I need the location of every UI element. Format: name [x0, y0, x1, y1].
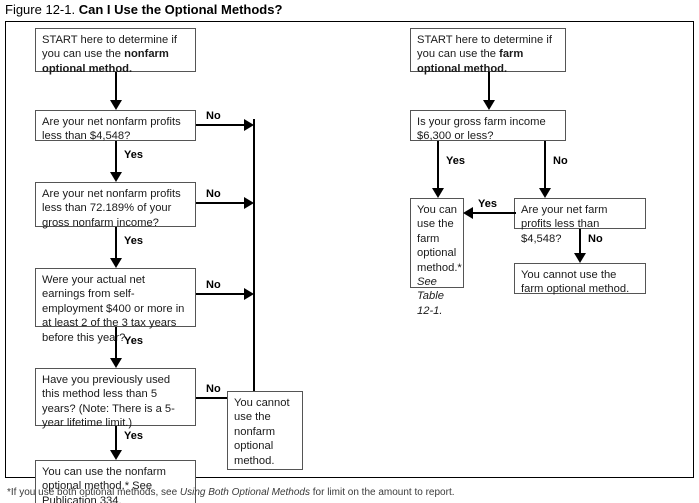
farm-start-box: START here to determine if you can use t…: [410, 28, 566, 75]
connector-nonfarm-q4-yes: [115, 426, 117, 453]
figure-title-text: Can I Use the Optional Methods?: [78, 2, 283, 17]
farm-result-no-text: You cannot use the farm optional method.: [521, 269, 630, 296]
arrowhead-right-nonfarm-q1-no: [244, 119, 254, 131]
connector-nonfarm-q2-no: [196, 202, 246, 204]
nonfarm-question-2-box: Are your net nonfarm profits less than 7…: [35, 182, 196, 229]
nonfarm-question-3-box: Were your actual net earnings from self-…: [35, 268, 196, 344]
edge-label-no-q4: No: [206, 383, 221, 395]
nonfarm-result-no-text: You cannot use the nonfarm optional meth…: [234, 397, 290, 467]
edge-label-yes-q1: Yes: [124, 149, 143, 161]
arrowhead-left-farm-result-yes: [463, 207, 473, 219]
edge-label-no-q3: No: [206, 279, 221, 291]
farm-start-lead: START here to determine if you can use t…: [417, 34, 552, 61]
arrowhead-right-nonfarm-q2-no: [244, 197, 254, 209]
footnote: *If you use both optional methods, see U…: [7, 486, 455, 499]
footnote-marker: *: [7, 487, 11, 498]
connector-nonfarm-q3-no: [196, 293, 246, 295]
connector-farm-q1-no: [544, 141, 546, 191]
arrowhead-down-nonfarm-q1: [110, 100, 122, 110]
arrowhead-down-farm-result-yes: [432, 188, 444, 198]
arrowhead-down-farm-q1: [483, 100, 495, 110]
connector-nonfarm-q1-yes: [115, 141, 117, 174]
arrowhead-down-nonfarm-result: [110, 450, 122, 460]
footnote-text-lead: If you use both optional methods, see: [10, 487, 180, 498]
farm-result-no-box: You cannot use the farm optional method.: [514, 263, 646, 296]
edge-label-no-farm-q2: No: [588, 233, 603, 245]
figure-number: Figure 12-1.: [5, 2, 76, 17]
flowchart-frame: START here to determine if you can use t…: [5, 21, 694, 503]
nonfarm-question-1-box: Are your net nonfarm profits less than $…: [35, 110, 196, 143]
nonfarm-question-2-text: Are your net nonfarm profits less than 7…: [42, 188, 181, 229]
nonfarm-result-yes-box: You can use the nonfarm optional method.…: [35, 460, 196, 503]
farm-question-2-box: Are your net farm profits less than $4,5…: [514, 198, 646, 245]
edge-label-yes-farm-q1: Yes: [446, 155, 465, 167]
edge-label-yes-q3: Yes: [124, 335, 143, 347]
edge-label-no-q2: No: [206, 188, 221, 200]
nonfarm-question-4-line-1: Have you previously used this method les…: [42, 374, 171, 415]
farm-question-2-text: Are your net farm profits less than $4,5…: [521, 204, 608, 245]
nonfarm-question-1-text: Are your net nonfarm profits less than $…: [42, 116, 181, 143]
farm-question-1-text: Is your gross farm income $6,300 or less…: [417, 116, 546, 143]
farm-start-emphasis: farm optional method.: [417, 48, 524, 75]
connector-farm-q2-no: [579, 229, 581, 256]
nonfarm-question-4-box: Have you previously used this method les…: [35, 368, 196, 430]
connector-nonfarm-q2-yes: [115, 227, 117, 260]
arrowhead-down-nonfarm-q3: [110, 258, 122, 268]
edge-label-yes-farm-q2: Yes: [478, 198, 497, 210]
farm-question-1-box: Is your gross farm income $6,300 or less…: [410, 110, 566, 143]
connector-farm-q1-yes: [437, 141, 439, 191]
connector-nonfarm-no-rail: [253, 119, 255, 395]
nonfarm-result-no-box: You cannot use the nonfarm optional meth…: [227, 391, 303, 470]
arrowhead-down-farm-q2: [539, 188, 551, 198]
edge-label-no-q1: No: [206, 110, 221, 122]
farm-result-yes-box: You can use the farm optional method.* S…: [410, 198, 464, 317]
connector-farm-start-to-q1: [488, 72, 490, 102]
arrowhead-down-nonfarm-q4: [110, 358, 122, 368]
connector-farm-q2-yes: [472, 212, 516, 214]
farm-result-yes-text: You can use the farm optional method.*: [417, 204, 462, 274]
edge-label-no-farm-q1: No: [553, 155, 568, 167]
nonfarm-question-3-text: Were your actual net earnings from self-…: [42, 274, 185, 344]
edge-label-yes-q4: Yes: [124, 430, 143, 442]
connector-nonfarm-start-to-q1: [115, 72, 117, 102]
arrowhead-right-nonfarm-q3-no: [244, 288, 254, 300]
footnote-reference: Using Both Optional Methods: [179, 487, 310, 498]
connector-nonfarm-q3-yes: [115, 327, 117, 360]
nonfarm-start-emphasis: nonfarm optional method.: [42, 48, 169, 75]
edge-label-yes-q2: Yes: [124, 235, 143, 247]
nonfarm-result-yes-text: You can use the nonfarm optional method.…: [42, 466, 166, 503]
nonfarm-start-lead: START here to determine if you can use t…: [42, 34, 177, 61]
page-title: Figure 12-1. Can I Use the Optional Meth…: [5, 2, 282, 18]
arrowhead-down-farm-result-no: [574, 253, 586, 263]
arrowhead-down-nonfarm-q2: [110, 172, 122, 182]
connector-nonfarm-q1-no: [196, 124, 246, 126]
connector-nonfarm-q4-no: [196, 397, 246, 399]
footnote-text-tail: for limit on the amount to report.: [309, 487, 455, 498]
nonfarm-start-box: START here to determine if you can use t…: [35, 28, 196, 75]
farm-result-yes-reference: See Table 12-1.: [417, 276, 444, 317]
nonfarm-question-4-line-2: (Note: There is a 5-year lifetime limit.…: [42, 402, 175, 430]
